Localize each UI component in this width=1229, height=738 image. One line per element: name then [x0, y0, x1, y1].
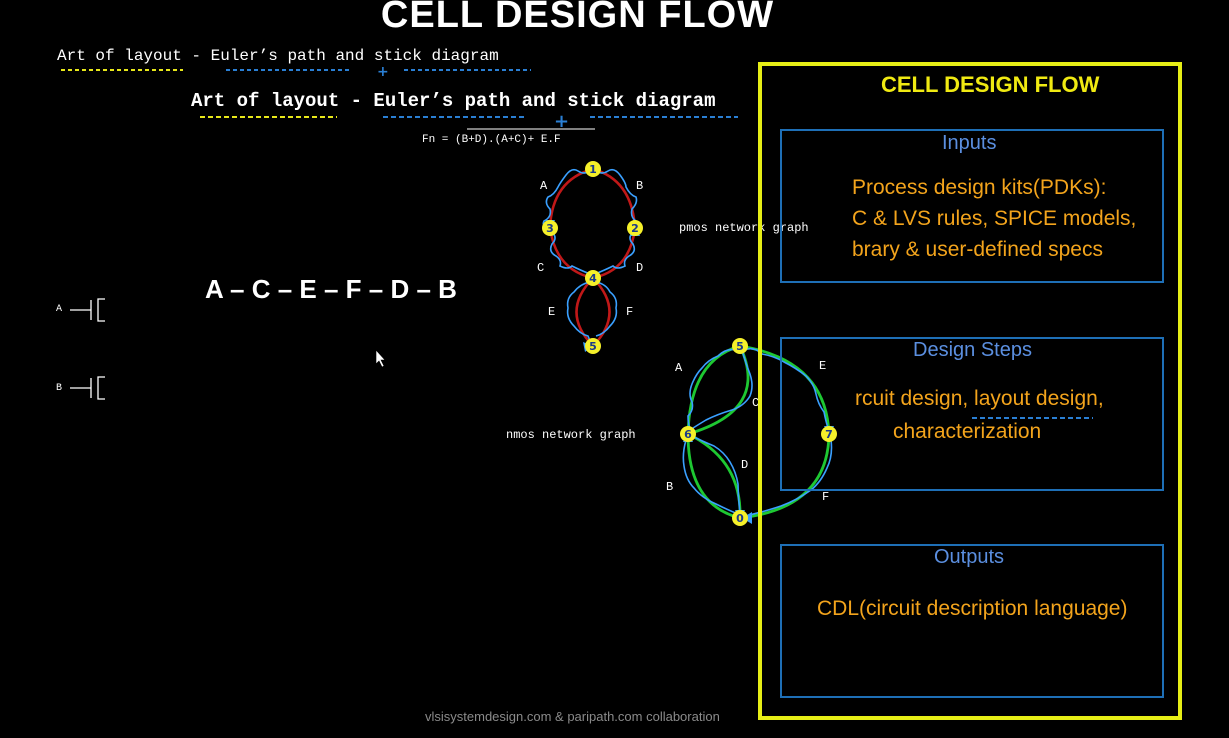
pmos-edge-a: A: [540, 179, 548, 193]
inputs-line-2: C & LVS rules, SPICE models,: [852, 207, 1137, 230]
nmos-edge-b: B: [666, 480, 674, 494]
gate-a-label: A: [56, 304, 63, 315]
svg-text:4: 4: [589, 272, 597, 285]
svg-text:3: 3: [546, 222, 554, 235]
design-steps-line-2: characterization: [893, 420, 1042, 443]
mouse-cursor-icon: [375, 349, 386, 368]
nmos-graph-label: nmos network graph: [506, 428, 636, 442]
outputs-title: Outputs: [934, 546, 1005, 568]
inputs-title: Inputs: [942, 132, 997, 154]
header-large: Art of layout - Euler’s path and stick d…: [191, 90, 716, 112]
panel-title: CELL DESIGN FLOW: [881, 72, 1100, 97]
nmos-node-5: 5: [732, 338, 748, 354]
nmos-edge-c: C: [752, 396, 760, 410]
inputs-box: [780, 129, 1164, 283]
euler-path: A – C – E – F – D – B: [205, 274, 457, 304]
pmos-node-5: 5: [585, 338, 601, 354]
boolean-function: Fn = (B+D).(A+C)+ E.F: [422, 134, 561, 146]
nmos-edge-f: F: [822, 490, 830, 504]
inputs-line-3: brary & user-defined specs: [852, 238, 1103, 261]
design-steps-box: [780, 337, 1164, 491]
inputs-line-1: Process design kits(PDKs):: [852, 176, 1107, 199]
nmos-edge-d: D: [741, 458, 749, 472]
svg-text:+: +: [554, 111, 569, 132]
pmos-edge-f: F: [626, 305, 634, 319]
cell-design-flow-panel: [758, 62, 1182, 720]
nmos-edge-e: E: [819, 359, 827, 373]
svg-text:5: 5: [589, 340, 597, 353]
pmos-node-3: 3: [542, 220, 558, 236]
pmos-node-1: 1: [585, 161, 601, 177]
svg-text:6: 6: [684, 428, 692, 441]
pmos-edge-c: C: [537, 261, 545, 275]
pmos-trace: [542, 168, 638, 345]
gate-symbols: [70, 298, 105, 400]
pmos-node-4: 4: [585, 270, 601, 286]
svg-text:0: 0: [736, 512, 744, 525]
design-steps-title: Design Steps: [913, 339, 1032, 361]
pmos-edge-b: B: [636, 179, 644, 193]
gate-b-label: B: [56, 383, 63, 394]
nmos-node-0: 0: [732, 510, 748, 526]
svg-text:7: 7: [825, 428, 833, 441]
outputs-line-1: CDL(circuit description language): [817, 597, 1128, 620]
nmos-node-7: 7: [821, 426, 837, 442]
nmos-edge-a: A: [675, 361, 683, 375]
pmos-edge-d: D: [636, 261, 644, 275]
pmos-node-2: 2: [627, 220, 643, 236]
pmos-edge-e: E: [548, 305, 556, 319]
header-underlines: + +: [61, 64, 738, 132]
outputs-box: [780, 544, 1164, 698]
nmos-trace: [682, 347, 833, 517]
svg-text:2: 2: [631, 222, 639, 235]
header-small: Art of layout - Euler’s path and stick d…: [57, 47, 499, 65]
nmos-node-6: 6: [680, 426, 696, 442]
footer-credit: vlsisystemdesign.com & paripath.com coll…: [425, 709, 720, 724]
design-steps-line-1: rcuit design, layout design,: [855, 387, 1104, 410]
svg-text:+: +: [377, 64, 389, 80]
svg-text:1: 1: [589, 163, 597, 176]
slide-title: CELL DESIGN FLOW: [380, 0, 775, 36]
svg-text:5: 5: [736, 340, 744, 353]
